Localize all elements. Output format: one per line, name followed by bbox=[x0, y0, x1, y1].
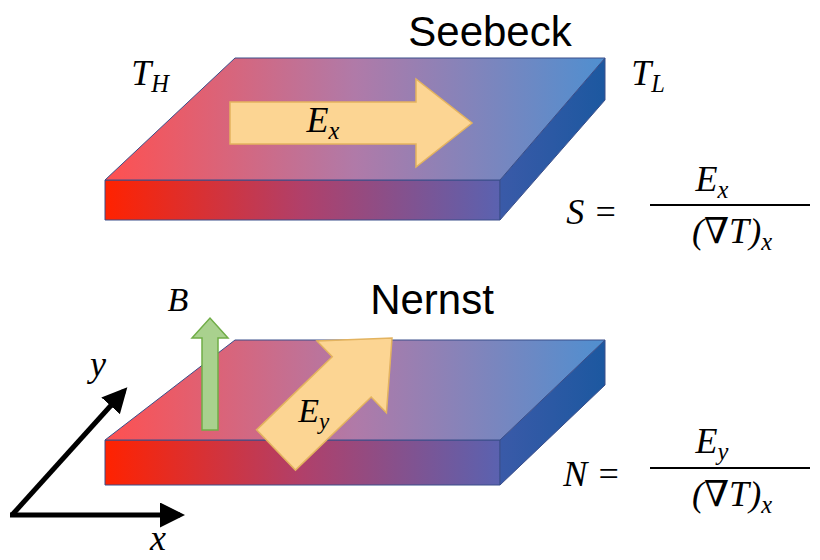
text-subscript: y bbox=[718, 438, 729, 465]
block-arrow bbox=[226, 76, 476, 170]
slab-front bbox=[105, 180, 500, 220]
text-subscript: x bbox=[761, 491, 772, 518]
text-subscript: y bbox=[319, 408, 329, 434]
field-arrow-box: Ey bbox=[250, 326, 410, 476]
seebeck-slab bbox=[105, 58, 605, 220]
text-subscript: x bbox=[761, 228, 772, 255]
fraction-bar bbox=[650, 204, 810, 206]
text-subscript: x bbox=[329, 117, 340, 144]
formula-numerator: Ey bbox=[696, 423, 729, 465]
block-arrow-shape bbox=[257, 338, 392, 470]
text-subscript: L bbox=[651, 70, 665, 97]
axis-x bbox=[10, 513, 180, 518]
text-main: (∇T) bbox=[692, 474, 761, 514]
formula-lhs: S = bbox=[566, 194, 617, 230]
field-label: Ex bbox=[307, 102, 340, 144]
text-main: E bbox=[696, 159, 718, 199]
temperature-label: TH bbox=[131, 55, 169, 97]
text-main: T bbox=[631, 53, 651, 93]
formula-denominator: (∇T)x bbox=[692, 213, 772, 255]
text-main: E bbox=[307, 100, 329, 140]
field-label: B bbox=[168, 283, 189, 317]
text-main: E bbox=[696, 421, 718, 461]
temperature-label: TL bbox=[631, 55, 665, 97]
text-main: E bbox=[298, 392, 319, 429]
field-arrow bbox=[192, 318, 228, 430]
formula-numerator: Ex bbox=[696, 161, 729, 203]
axis-label: y bbox=[90, 346, 106, 382]
text-subscript: x bbox=[718, 176, 729, 203]
block-arrow bbox=[250, 326, 410, 476]
text-main: (∇T) bbox=[692, 211, 761, 251]
slab-top bbox=[105, 58, 605, 180]
formula-denominator: (∇T)x bbox=[692, 476, 772, 518]
field-label: Ey bbox=[298, 394, 329, 433]
formula-lhs: N = bbox=[563, 456, 620, 492]
text-subscript: H bbox=[151, 70, 169, 97]
axis-y bbox=[12, 391, 124, 515]
text-main: T bbox=[131, 53, 151, 93]
effect-title: Seebeck bbox=[408, 11, 571, 53]
effect-title: Nernst bbox=[370, 279, 494, 321]
axis-label: x bbox=[150, 520, 166, 556]
block-arrow-shape bbox=[230, 79, 472, 167]
fraction-bar bbox=[650, 467, 810, 469]
field-arrow-box: Ex bbox=[226, 76, 476, 170]
